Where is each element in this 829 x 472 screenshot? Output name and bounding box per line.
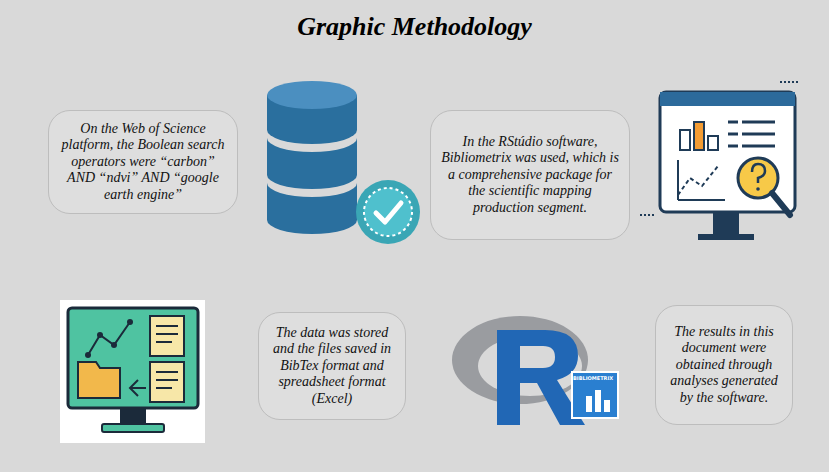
text-box: In the RStúdio software, Bibliometrix wa…	[430, 110, 630, 240]
box-text: In the RStúdio software, Bibliometrix wa…	[441, 134, 619, 217]
database-icon	[267, 81, 420, 244]
analytics-monitor-icon	[640, 82, 800, 240]
box-text: The data was stored and the files saved …	[269, 325, 395, 408]
logo-text: BIBLIOMETRIX	[573, 375, 613, 381]
text-box: The results in this document were obtain…	[655, 305, 793, 425]
diagram-title: Graphic Methodology	[0, 12, 829, 42]
text-box: The data was stored and the files saved …	[258, 312, 406, 420]
text-box: On the Web of Science platform, the Bool…	[48, 110, 238, 214]
box-text: The results in this document were obtain…	[666, 324, 782, 407]
box-text: On the Web of Science platform, the Bool…	[59, 121, 227, 204]
file-storage-icon	[60, 300, 205, 443]
r-logo	[452, 316, 618, 425]
